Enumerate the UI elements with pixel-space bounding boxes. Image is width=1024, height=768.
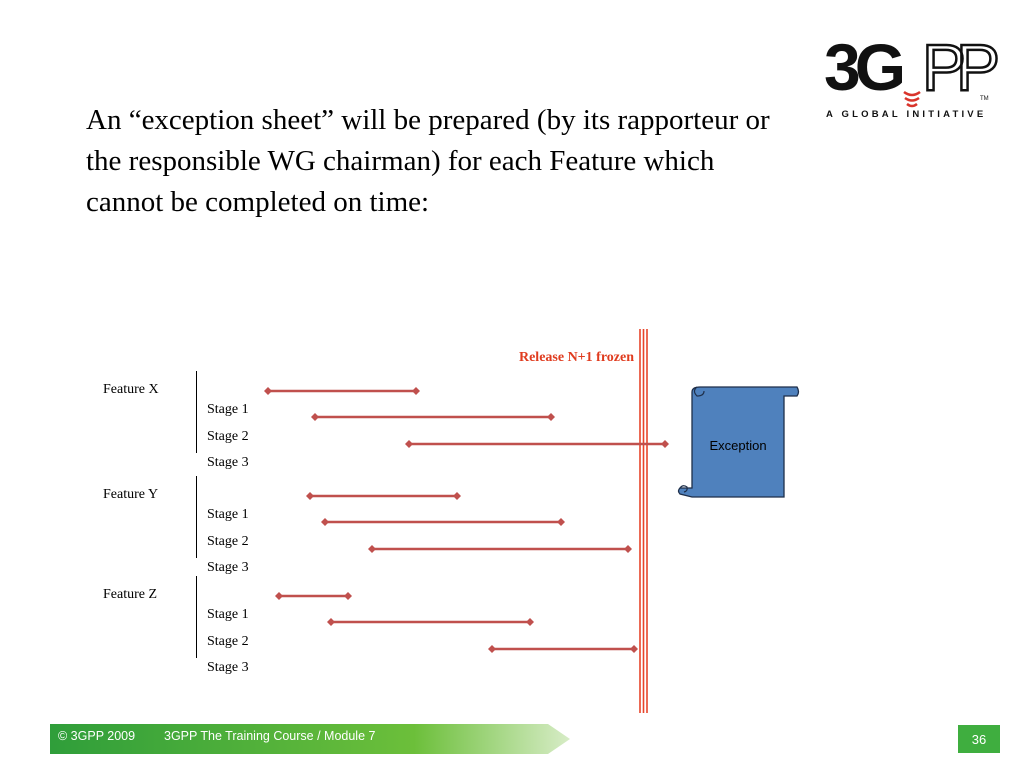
feature-label: Feature X: [103, 382, 159, 397]
exception-scroll: Exception: [677, 386, 800, 498]
footer-arrow-icon: [50, 724, 570, 754]
stage-start-marker: [275, 592, 283, 600]
stage-end-marker: [624, 545, 632, 553]
stage-label: Stage 2: [207, 534, 249, 549]
scroll-curl-icon: [693, 386, 705, 397]
scroll-icon: [677, 386, 800, 498]
stage-start-marker: [327, 618, 335, 626]
freeze-label: Release N+1 frozen: [519, 350, 634, 365]
stage-start-marker: [488, 645, 496, 653]
stage-start-marker: [368, 545, 376, 553]
stage-label: Stage 3: [207, 455, 249, 470]
stage-start-marker: [405, 440, 413, 448]
footer-bar: [50, 724, 570, 754]
logo-wordmark-3g: 3G: [824, 30, 903, 104]
stage-start-marker: [311, 413, 319, 421]
stage-end-marker: [412, 387, 420, 395]
scroll-curl-icon: [679, 485, 688, 493]
stage-end-marker: [526, 618, 534, 626]
stage-label: Stage 3: [207, 560, 249, 575]
footer-copyright: © 3GPP 2009: [58, 729, 136, 743]
stage-end-marker: [547, 413, 555, 421]
stage-end-marker: [630, 645, 638, 653]
logo-wave-icon: [904, 96, 920, 102]
stage-end-marker: [453, 492, 461, 500]
3gpp-logo: 3G PP TM: [824, 29, 1000, 108]
stage-label: Stage 2: [207, 634, 249, 649]
page-number: 36: [958, 725, 1000, 753]
logo-wave-icon: [906, 102, 918, 108]
stage-start-marker: [306, 492, 314, 500]
stage-start-marker: [264, 387, 272, 395]
logo-tagline: A GLOBAL INITIATIVE: [826, 109, 987, 120]
feature-timeline-diagram: Release N+1 frozen Exception Feature X St…: [103, 329, 800, 713]
feature-label: Feature Y: [103, 487, 158, 502]
slide-heading: An “exception sheet” will be prepared (b…: [86, 104, 770, 218]
exception-label: Exception: [709, 438, 766, 453]
stage-label: Stage 1: [207, 607, 249, 622]
feature-label: Feature Z: [103, 587, 157, 602]
stage-label: Stage 3: [207, 660, 249, 675]
stage-start-marker: [321, 518, 329, 526]
release-freeze-line: [639, 329, 648, 713]
stage-end-marker: [661, 440, 669, 448]
logo-trademark: TM: [980, 96, 989, 102]
footer-course-title: 3GPP The Training Course / Module 7: [164, 729, 376, 743]
features-group: Feature X Stage 1 Stage 2 Stage 3 Feature Y S…: [103, 371, 669, 675]
stage-end-marker: [344, 592, 352, 600]
stage-label: Stage 2: [207, 429, 249, 444]
stage-label: Stage 1: [207, 507, 249, 522]
logo-wordmark-pp: PP: [922, 30, 997, 104]
stage-end-marker: [557, 518, 565, 526]
stage-label: Stage 1: [207, 402, 249, 417]
logo-wave-icon: [903, 90, 921, 97]
